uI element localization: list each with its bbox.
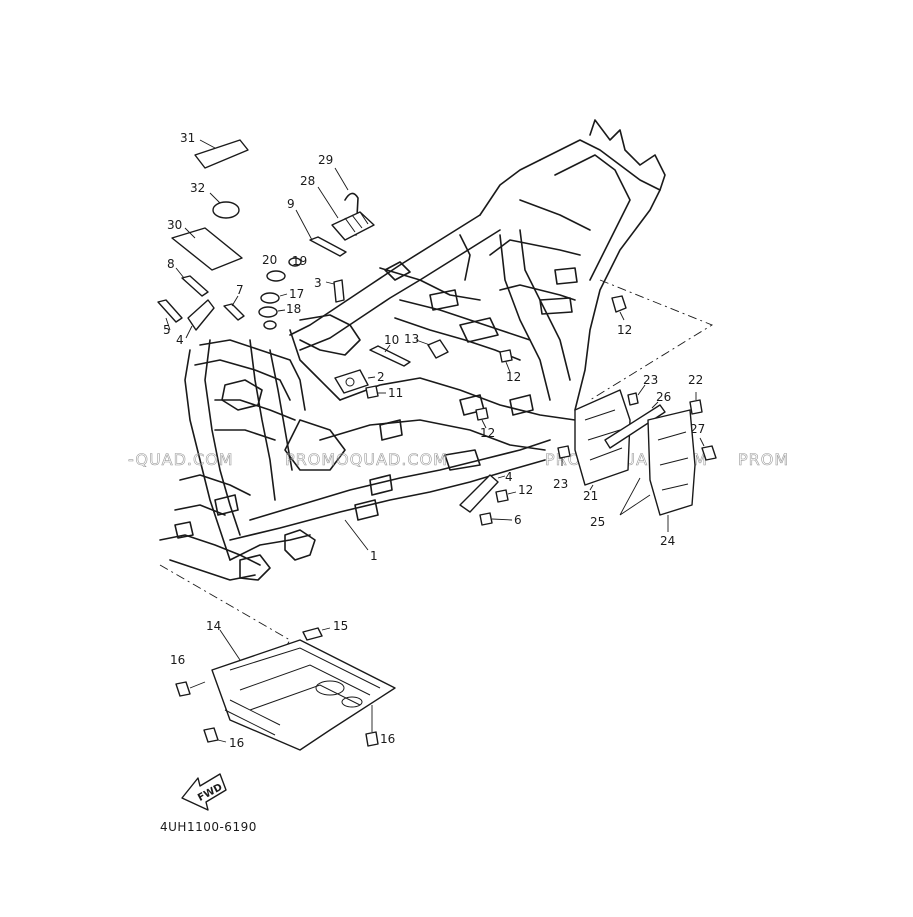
part-12-nut-a — [499, 349, 513, 363]
part-23-bolt-c — [557, 445, 571, 459]
part-23-bolt-b — [689, 399, 703, 415]
part-13-damper — [427, 339, 449, 359]
part-20-washer — [266, 270, 286, 282]
callout-15: 15 — [333, 619, 348, 633]
callout-32: 32 — [190, 181, 205, 195]
part-32-disc — [212, 201, 240, 219]
part-16-bolt-c — [365, 731, 379, 747]
part-12-nut-c — [495, 489, 509, 503]
part-18-washer — [258, 306, 278, 318]
part-6-nut — [479, 512, 493, 526]
part-29-clip — [344, 192, 359, 236]
svg-text:PROM: PROM — [738, 450, 789, 469]
callout-2: 2 — [377, 370, 385, 384]
part-3-bolt — [333, 279, 345, 303]
callout-12-c: 12 — [518, 483, 533, 497]
part-4-bracket-upper — [187, 299, 215, 331]
callout-14: 14 — [206, 619, 221, 633]
callout-11: 11 — [388, 386, 403, 400]
callout-7: 7 — [236, 283, 244, 297]
part-19-washer — [288, 257, 302, 267]
callout-22: 26 — [656, 390, 671, 404]
callout-23-b: 22 — [688, 373, 703, 387]
callout-21: 21 — [583, 489, 598, 503]
part-10-bolt — [369, 345, 411, 367]
part-23-bolt-a — [627, 392, 639, 406]
callout-27: 12 — [617, 323, 632, 337]
callout-30: 30 — [167, 218, 182, 232]
part-17-washer — [260, 292, 280, 304]
callout-3: 3 — [314, 276, 322, 290]
callout-18: 18 — [286, 302, 301, 316]
part-2-plate — [334, 369, 369, 394]
part-18-spacer — [263, 320, 277, 330]
callout-31: 31 — [180, 131, 195, 145]
callout-12-a: 12 — [506, 370, 521, 384]
part-7-bolt — [223, 303, 245, 321]
svg-text:PROMOQUAD.COM: PROMOQUAD.COM — [285, 450, 448, 469]
callout-6: 6 — [514, 513, 522, 527]
callout-25: 25 — [590, 515, 605, 529]
fwd-arrow-icon: FWD — [181, 773, 227, 811]
callout-9: 9 — [287, 197, 295, 211]
part-31-strip — [194, 139, 249, 169]
callout-19: 19 — [292, 254, 307, 268]
callout-12-b: 12 — [480, 426, 495, 440]
callout-29: 29 — [318, 153, 333, 167]
assembly-line-right — [589, 279, 713, 401]
part-16-bolt-b — [203, 727, 219, 743]
callout-4-lower: 4 — [505, 470, 513, 484]
svg-text:-QUAD.COM: -QUAD.COM — [128, 450, 234, 469]
part-22-strap — [604, 404, 666, 449]
part-8-bolt — [181, 275, 209, 297]
part-4-bracket-lower — [459, 474, 499, 513]
callout-16-a: 16 — [170, 653, 185, 667]
callout-13: 13 — [404, 332, 419, 346]
part-16-bolt-a — [175, 681, 191, 697]
part-5-bolt — [157, 299, 183, 323]
part-30-cover — [171, 227, 243, 271]
part-9-bolt — [309, 236, 347, 257]
part-12-nut-b — [475, 407, 489, 421]
part-27-plug — [611, 295, 627, 313]
part-11-nut — [365, 385, 379, 399]
main-frame — [159, 119, 666, 581]
callout-16-b: 16 — [229, 736, 244, 750]
part-15-pad — [302, 627, 323, 641]
part-26-bolt — [701, 445, 717, 461]
callout-26: 27 — [690, 422, 705, 436]
callout-16-c: 16 — [380, 732, 395, 746]
callout-17: 17 — [289, 287, 304, 301]
callout-5: 5 — [163, 323, 171, 337]
callout-1: 1 — [370, 549, 378, 563]
callout-20: 20 — [262, 253, 277, 267]
callout-23-a: 23 — [643, 373, 658, 387]
callout-28: 28 — [300, 174, 315, 188]
callout-8: 8 — [167, 257, 175, 271]
callout-23-c: 23 — [553, 477, 568, 491]
callout-24: 24 — [660, 534, 675, 548]
callout-4-upper: 4 — [176, 333, 184, 347]
diagram-part-number: 4UH1100-6190 — [160, 820, 257, 834]
callout-10: 10 — [384, 333, 399, 347]
part-21-bracket — [574, 389, 631, 486]
part-14-skid-plate — [211, 639, 396, 751]
part-28-damper — [331, 211, 375, 241]
